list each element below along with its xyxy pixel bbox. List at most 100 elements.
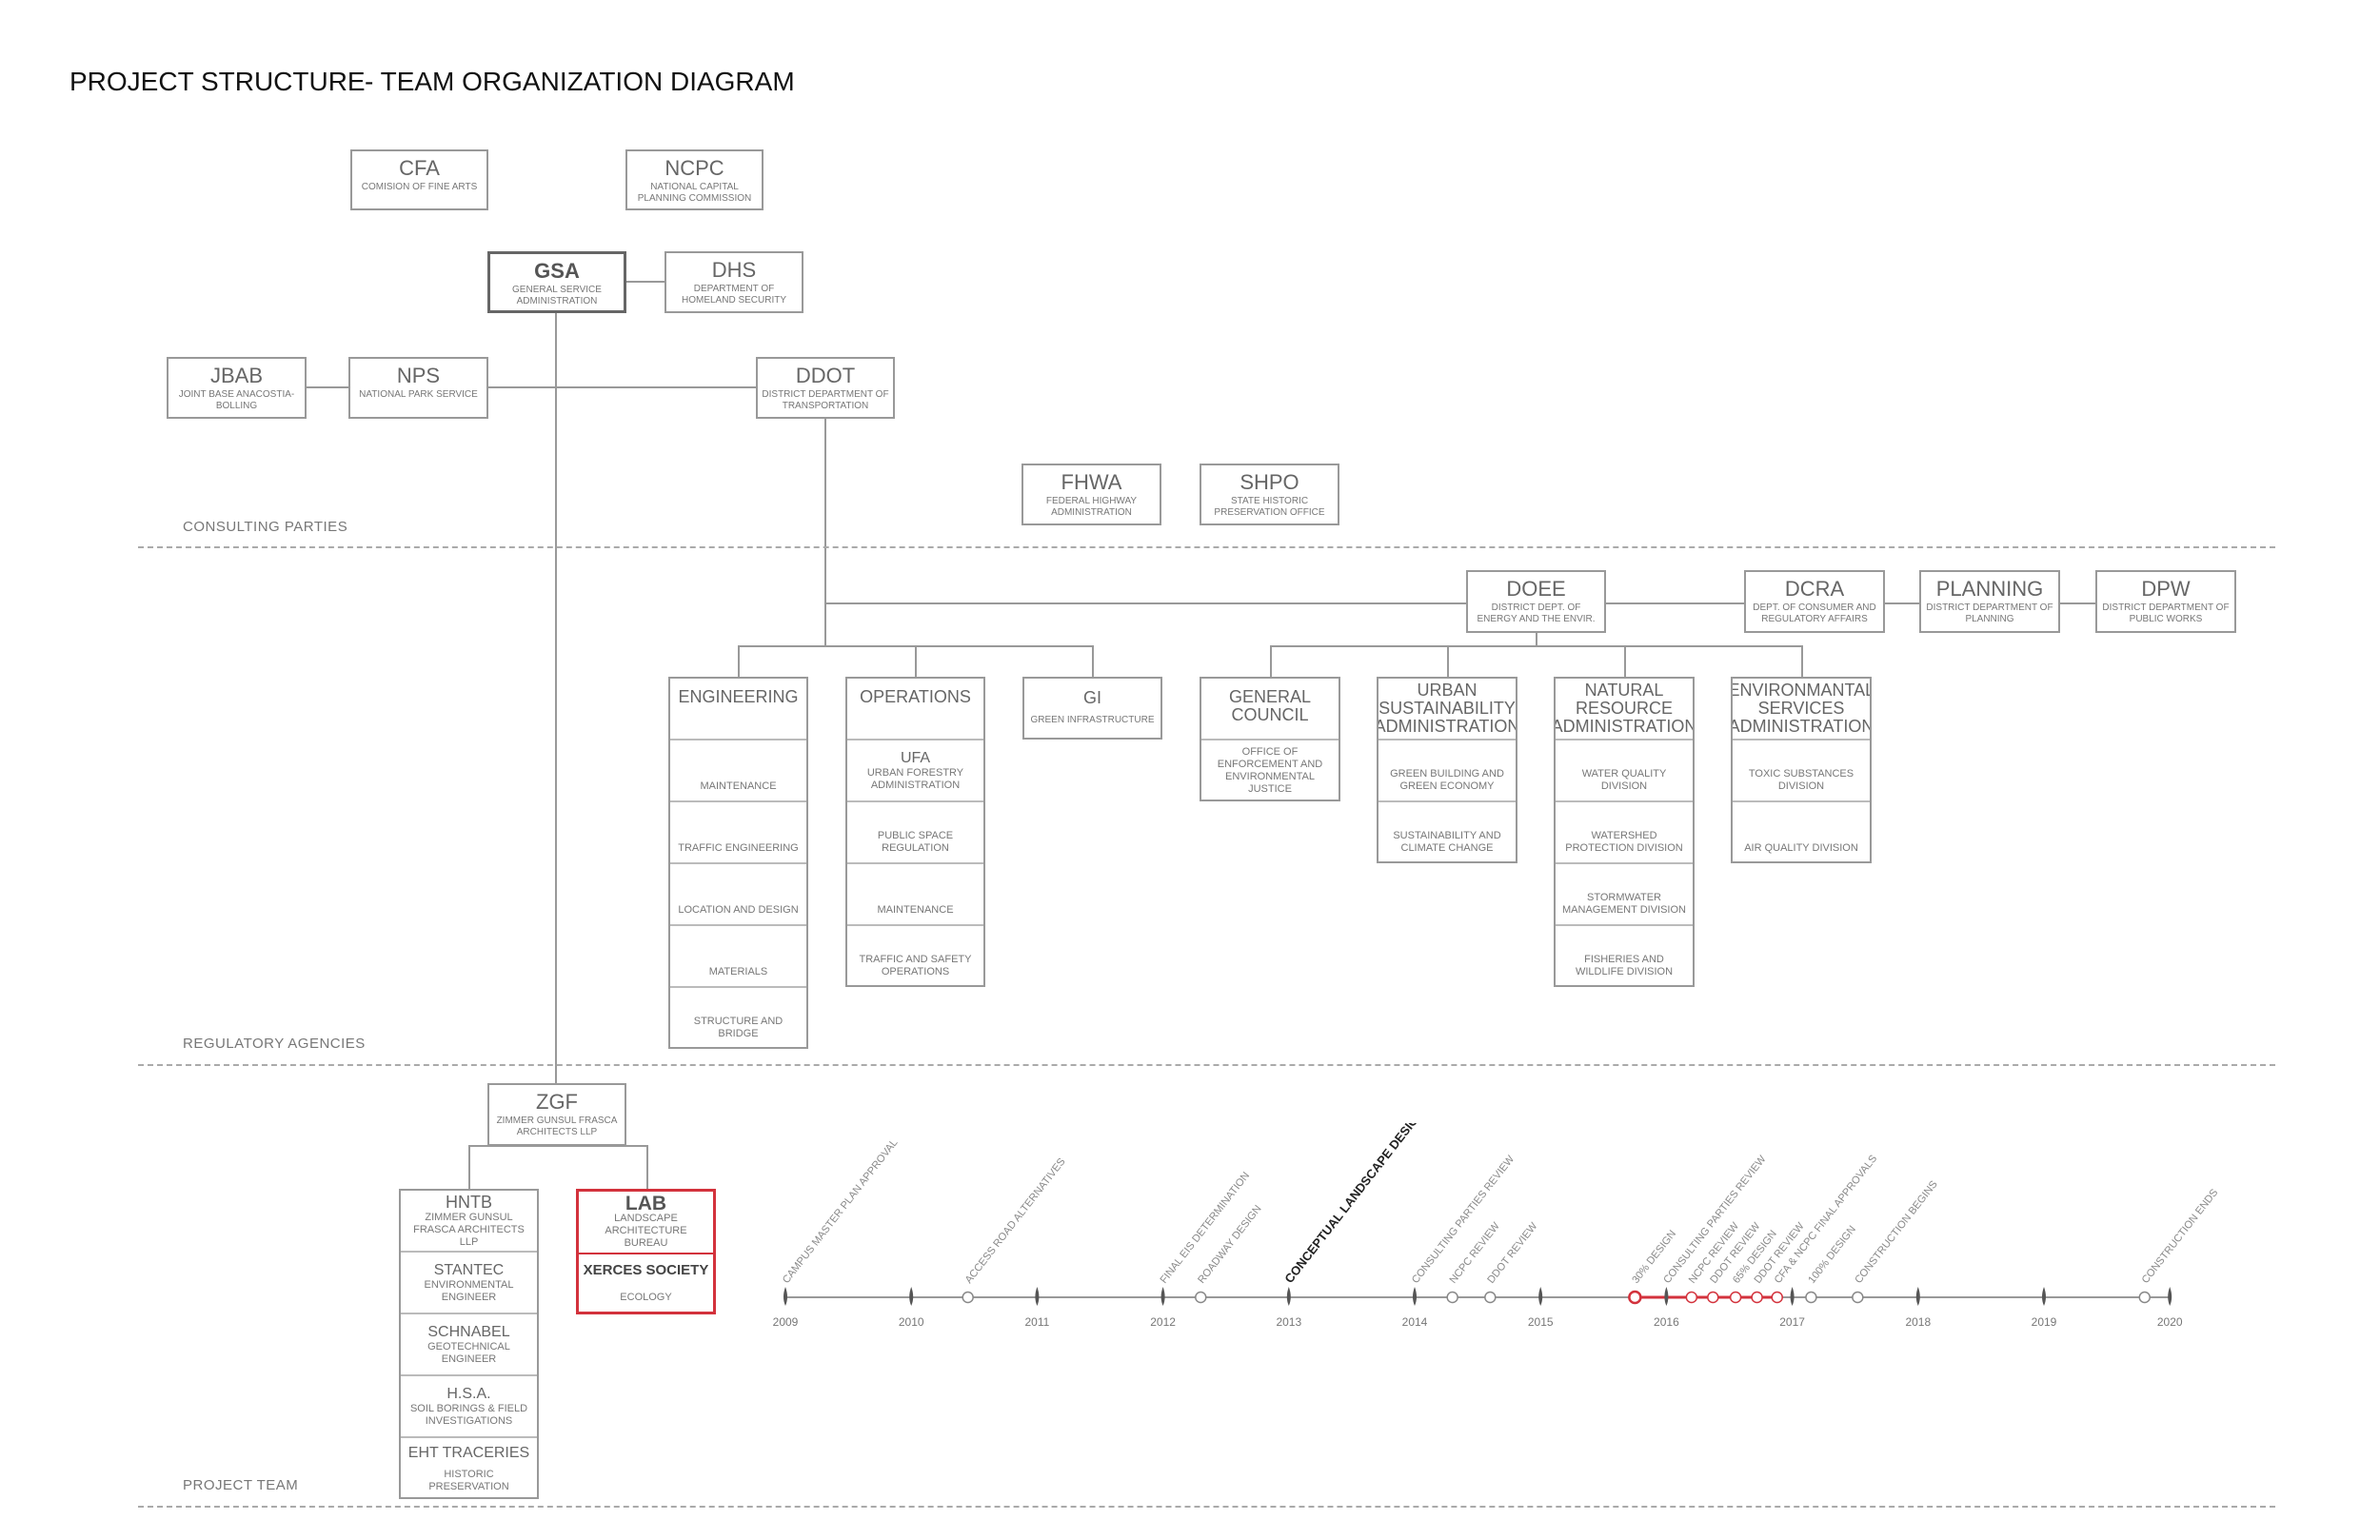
doee-trunk: [1536, 632, 1537, 647]
org-abbr: DCRA: [1784, 577, 1845, 601]
org-box-jbab[interactable]: JBAB JOINT BASE ANACOSTIA-BOLLING: [167, 357, 307, 419]
org-full-name: DEPT. OF CONSUMER AND REGULATORY AFFAIRS: [1753, 602, 1876, 624]
division-item: GREEN BUILDING AND GREEN ECONOMY: [1390, 768, 1504, 792]
division-item: PUBLIC SPACE REGULATION: [877, 830, 954, 854]
division-item: TRAFFIC ENGINEERING: [678, 842, 799, 854]
team-stack-lab[interactable]: LAB LANDSCAPE ARCHITECTURE BUREAU XERCES…: [576, 1189, 716, 1314]
org-full-name: DEPARTMENT OF HOMELAND SECURITY: [681, 284, 786, 306]
timeline-year-marker: [1915, 1287, 1920, 1306]
zone-label-team: PROJECT TEAM: [183, 1477, 299, 1493]
division-urban-sustainability[interactable]: URBAN SUSTAINABILITY ADMINISTRATION GREE…: [1377, 677, 1517, 863]
timeline-milestone-circle: [1195, 1291, 1207, 1304]
timeline-event-label: CONSTRUCTION BEGINS: [1853, 1178, 1939, 1285]
org-box-gsa[interactable]: GSA GENERAL SERVICE ADMINISTRATION: [487, 251, 626, 313]
org-box-dpw[interactable]: DPW DISTRICT DEPARTMENT OF PUBLIC WORKS: [2095, 570, 2236, 633]
timeline-milestone-circle: [1729, 1291, 1742, 1304]
division-title: OPERATIONS: [860, 687, 971, 706]
timeline-year-label: 2018: [1905, 1315, 1931, 1329]
consulting-zone-separator: [138, 546, 2275, 548]
org-box-cfa[interactable]: CFA COMISION OF FINE ARTS: [350, 149, 488, 210]
division-item: STORMWATER MANAGEMENT DIVISION: [1562, 892, 1686, 916]
org-box-nps[interactable]: NPS NATIONAL PARK SERVICE: [348, 357, 488, 419]
hntb-drop: [468, 1145, 470, 1190]
ddot-trunk: [824, 419, 826, 645]
org-full-name: JOINT BASE ANACOSTIA-BOLLING: [178, 389, 295, 411]
timeline-event-label: CONCEPTUAL LANDSCAPE DESIGN: [1281, 1123, 1426, 1286]
timeline-year-marker: [2042, 1287, 2046, 1306]
org-abbr: PLANNING: [1935, 577, 2044, 601]
division-header: OPERATIONS: [847, 679, 983, 740]
org-box-zgf[interactable]: ZGF ZIMMER GUNSUL FRASCA ARCHITECTS LLP: [487, 1083, 626, 1146]
org-full-name: COMISION OF FINE ARTS: [361, 182, 478, 192]
gi-drop: [1092, 645, 1094, 677]
division-row: MAINTENANCE: [847, 864, 983, 926]
division-environmental-services[interactable]: ENVIRONMANTAL SERVICES ADMINISTRATION TO…: [1731, 677, 1872, 863]
ufa-abbr: UFA: [900, 750, 931, 766]
timeline-milestone-circle: [1446, 1291, 1458, 1304]
team-row-xerces: XERCES SOCIETY ECOLOGY: [579, 1253, 713, 1312]
division-item: FISHERIES AND WILDLIFE DIVISION: [1575, 954, 1674, 977]
division-title: URBAN SUSTAINABILITY ADMINISTRATION: [1377, 681, 1517, 736]
natural-drop: [1624, 645, 1626, 677]
timeline-milestone-circle: [1707, 1291, 1719, 1304]
zone-label-consulting: CONSULTING PARTIES: [183, 519, 348, 535]
org-box-ddot[interactable]: DDOT DISTRICT DEPARTMENT OF TRANSPORTATI…: [756, 357, 895, 419]
timeline-year-label: 2016: [1654, 1315, 1679, 1329]
timeline-event-label: ACCESS ROAD ALTERNATIVES: [963, 1156, 1068, 1286]
team-abbr: EHT TRACERIES: [407, 1444, 530, 1461]
timeline-milestone-circle: [962, 1291, 974, 1304]
team-full-name: GEOTECHNICAL ENGINEER: [427, 1341, 510, 1365]
org-abbr: DPW: [2141, 577, 2191, 601]
engineering-drop: [738, 645, 740, 677]
division-engineering[interactable]: ENGINEERING MAINTENANCE TRAFFIC ENGINEER…: [668, 677, 808, 1049]
timeline-year-label: 2014: [1402, 1315, 1428, 1329]
division-title: ENVIRONMANTAL SERVICES ADMINISTRATION: [1731, 681, 1872, 736]
timeline-year-label: 2011: [1024, 1315, 1049, 1329]
lab-drop: [646, 1145, 648, 1190]
team-stack-hntb[interactable]: HNTB ZIMMER GUNSUL FRASCA ARCHITECTS LLP…: [399, 1189, 539, 1499]
timeline-milestone-circle: [1628, 1290, 1642, 1305]
division-header: ENVIRONMANTAL SERVICES ADMINISTRATION: [1733, 679, 1870, 740]
division-item: AIR QUALITY DIVISION: [1744, 842, 1858, 854]
team-row-lab: LAB LANDSCAPE ARCHITECTURE BUREAU: [579, 1192, 713, 1253]
org-box-fhwa[interactable]: FHWA FEDERAL HIGHWAY ADMINISTRATION: [1021, 464, 1161, 525]
org-box-planning[interactable]: PLANNING DISTRICT DEPARTMENT OF PLANNING: [1919, 570, 2060, 633]
page-title: PROJECT STRUCTURE: [69, 67, 366, 96]
division-general-council[interactable]: GENERAL COUNCIL OFFICE OF ENFORCEMENT AN…: [1200, 677, 1340, 801]
division-item: MATERIALS: [708, 966, 768, 977]
team-abbr: SCHNABEL: [427, 1324, 510, 1340]
team-full-name: ECOLOGY: [620, 1292, 672, 1303]
timeline-milestone-circle: [1751, 1291, 1763, 1304]
division-header: URBAN SUSTAINABILITY ADMINISTRATION: [1378, 679, 1516, 740]
org-full-name: DISTRICT DEPT. OF ENERGY AND THE ENVIR.: [1477, 602, 1596, 624]
team-row-schnabel: SCHNABEL GEOTECHNICAL ENGINEER: [401, 1314, 537, 1376]
timeline-year-label: 2012: [1150, 1315, 1176, 1329]
team-full-name: LANDSCAPE ARCHITECTURE BUREAU: [605, 1213, 687, 1249]
division-title: ENGINEERING: [678, 687, 799, 706]
org-box-doee[interactable]: DOEE DISTRICT DEPT. OF ENERGY AND THE EN…: [1466, 570, 1606, 633]
timeline-milestone-circle: [1771, 1291, 1783, 1304]
timeline-year-label: 2009: [773, 1315, 799, 1329]
team-abbr: XERCES SOCIETY: [583, 1262, 709, 1278]
org-box-dhs[interactable]: DHS DEPARTMENT OF HOMELAND SECURITY: [664, 251, 803, 313]
division-natural-resource[interactable]: NATURAL RESOURCE ADMINISTRATION WATER QU…: [1554, 677, 1695, 987]
division-gi[interactable]: GI GREEN INFRASTRUCTURE: [1022, 677, 1162, 740]
org-abbr: ZGF: [536, 1090, 578, 1114]
org-box-ncpc[interactable]: NCPC NATIONAL CAPITAL PLANNING COMMISSIO…: [625, 149, 764, 210]
council-drop: [1270, 645, 1272, 677]
nps-ddot-connector: [487, 386, 757, 388]
division-operations[interactable]: OPERATIONS UFA URBAN FORESTRY ADMINISTRA…: [845, 677, 985, 987]
org-box-dcra[interactable]: DCRA DEPT. OF CONSUMER AND REGULATORY AF…: [1744, 570, 1885, 633]
timeline-year-label: 2019: [2032, 1315, 2057, 1329]
org-box-shpo[interactable]: SHPO STATE HISTORIC PRESERVATION OFFICE: [1200, 464, 1339, 525]
division-row: FISHERIES AND WILDLIFE DIVISION: [1556, 926, 1693, 985]
division-row: STRUCTURE AND BRIDGE: [670, 988, 806, 1047]
division-row: TRAFFIC ENGINEERING: [670, 802, 806, 864]
team-abbr: H.S.A.: [446, 1386, 491, 1402]
division-header: ENGINEERING: [670, 679, 806, 740]
timeline-year-marker: [1790, 1287, 1795, 1306]
division-row: MAINTENANCE: [670, 740, 806, 802]
timeline-milestone-circle: [1852, 1291, 1864, 1304]
division-header: NATURAL RESOURCE ADMINISTRATION: [1556, 679, 1693, 740]
